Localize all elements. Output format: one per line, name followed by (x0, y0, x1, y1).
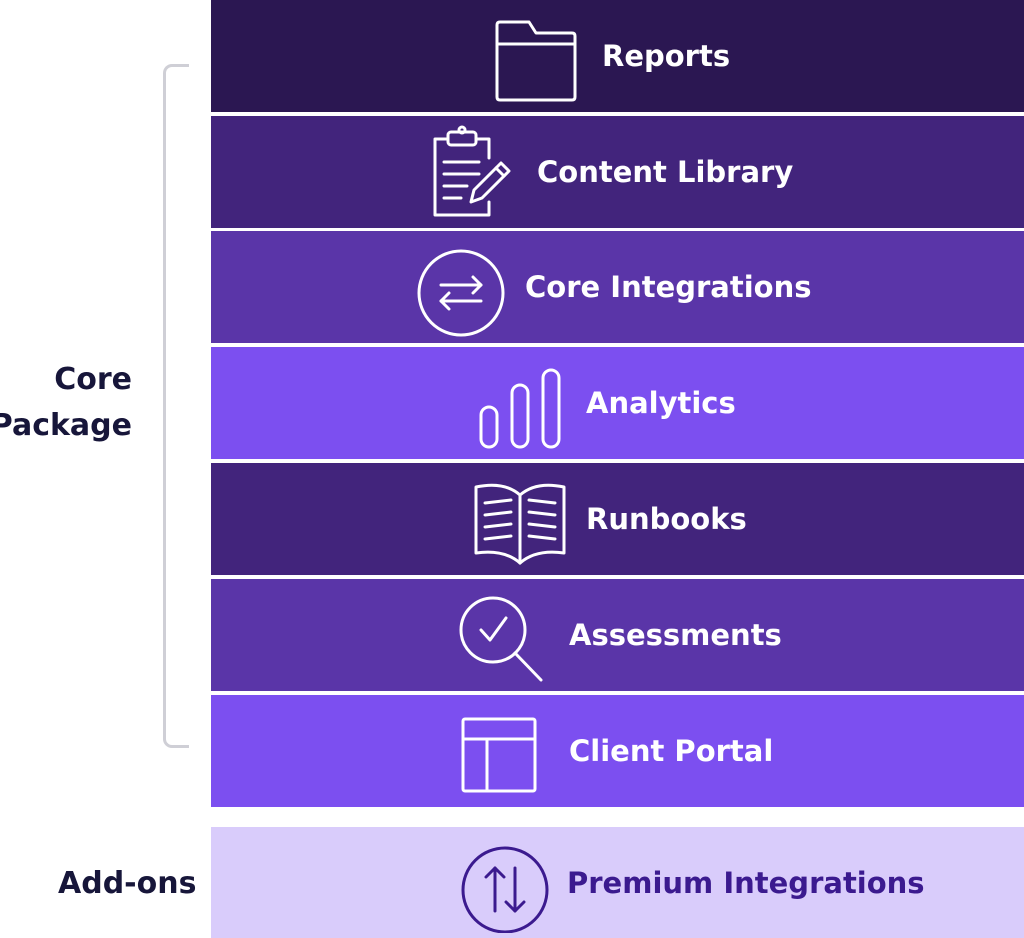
core-package-label-line2: Package (0, 408, 132, 443)
layer-runbooks: Runbooks (211, 463, 1024, 575)
layer-premium-integrations: Premium Integrations (211, 827, 1024, 938)
layer-analytics: Analytics (211, 347, 1024, 459)
bar-chart-icon (470, 353, 570, 453)
open-book-icon (470, 469, 570, 569)
layer-label-premium-integrations: Premium Integrations (567, 865, 925, 900)
layout-icon (453, 701, 553, 801)
layer-label-client-portal: Client Portal (569, 734, 774, 768)
add-ons-label: Add-ons (58, 866, 197, 901)
swap-arrows-icon (409, 237, 509, 337)
folder-icon (486, 6, 586, 106)
core-package-label-line1: Core (54, 362, 132, 397)
layer-content-library: Content Library (211, 116, 1024, 228)
layer-label-runbooks: Runbooks (586, 502, 747, 536)
layer-label-content-library: Content Library (537, 155, 794, 189)
magnifier-check-icon (453, 585, 553, 685)
layer-assessments: Assessments (211, 579, 1024, 691)
layer-reports: Reports (211, 0, 1024, 112)
layer-core-integrations: Core Integrations (211, 231, 1024, 343)
clipboard-pencil-icon (421, 122, 521, 222)
layer-label-assessments: Assessments (569, 618, 782, 652)
layer-label-core-integrations: Core Integrations (525, 270, 812, 304)
layer-label-reports: Reports (602, 39, 731, 73)
core-package-bracket (163, 64, 189, 748)
up-down-arrows-icon (451, 833, 551, 933)
layer-client-portal: Client Portal (211, 695, 1024, 807)
layer-label-analytics: Analytics (586, 386, 736, 420)
core-package-label: Core Package (0, 357, 132, 449)
